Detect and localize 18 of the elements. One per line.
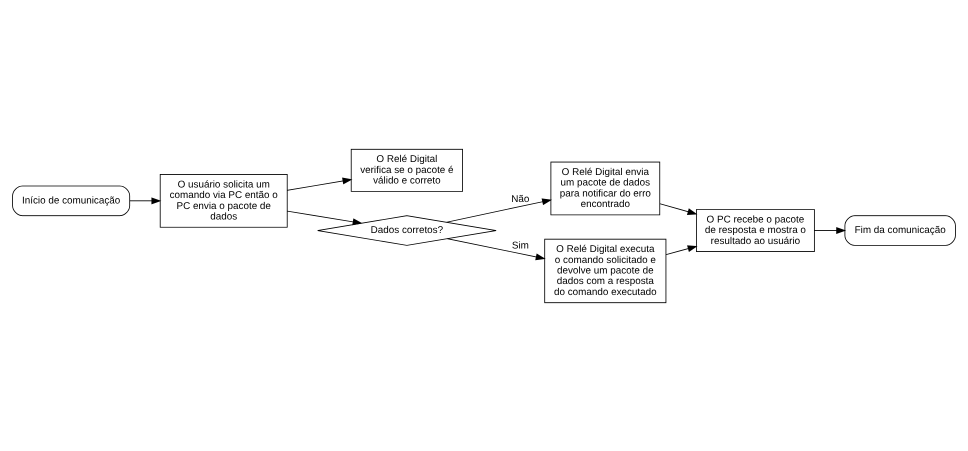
arrow (666, 244, 698, 255)
arrow (129, 196, 162, 204)
arrow (286, 177, 352, 190)
node-box: O usuário solicita um comando via PC então o PC envia o pacote de dados (160, 174, 288, 228)
arrow (446, 198, 552, 222)
node-box: O Relé Digital executa o comando solicitado e devolve um pacote de dados com a resposta do comando executado (544, 238, 666, 303)
arrow (446, 238, 546, 260)
node-diamond: Dados corretos? (317, 214, 497, 246)
arrow (286, 210, 363, 225)
edge-label: Sim (512, 240, 529, 251)
node-box: O Relé Digital envia um pacote de dados para notificar do erro encontrado (550, 161, 660, 215)
node-box: Fim da comunicação (844, 214, 956, 246)
arrow (814, 226, 846, 234)
node-box: Início de comunicação (12, 185, 130, 216)
edge-label: Não (511, 194, 530, 205)
arrow (660, 202, 698, 214)
node-box: O Relé Digital verifica se o pacote é válido e correto (350, 148, 463, 192)
node-box: O PC recebe o pacote de resposta e mostra o resultado ao usuário (696, 208, 815, 252)
